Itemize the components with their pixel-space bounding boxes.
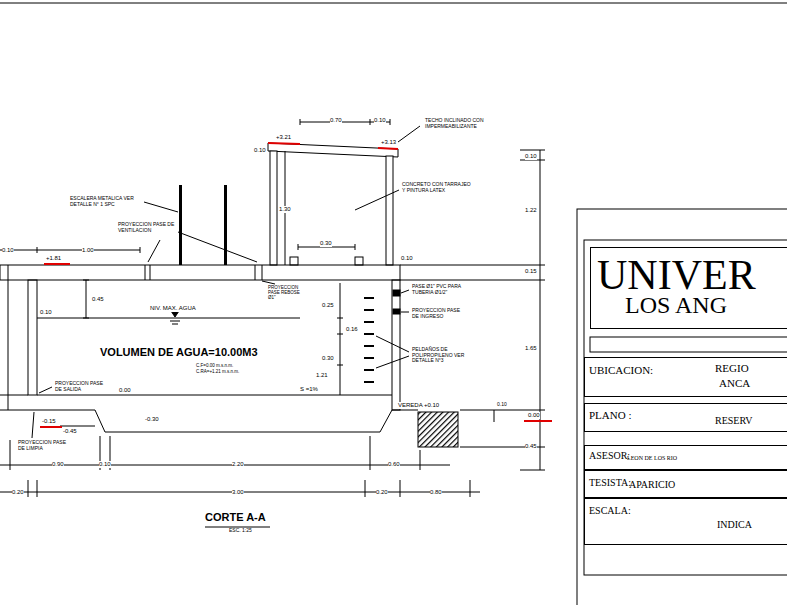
note: PROYECCION PASE DE LIMPIA (18, 440, 66, 451)
note: C.F=0.00 m.s.n.m. (196, 364, 233, 369)
dimension: 0.10 (99, 461, 111, 468)
dimension: 0.30 (320, 240, 332, 247)
note: ESCALERA METALICA VER DETALLE N° 1 SPC (70, 196, 142, 207)
dimension: 2.20 (232, 461, 244, 468)
note: PELDAÑOS DE POLIPROPILENO VER DETALLE N°… (412, 347, 472, 364)
title-block-cell: ASESOR:LEON DE LOS RIO (584, 445, 787, 470)
level-mark: VEREDA +0.10 (398, 402, 439, 409)
dimension: 0.10 (254, 147, 266, 154)
level-mark: +1.81 (46, 255, 61, 262)
dimension: 1.00 (82, 247, 94, 254)
note: PROYECCION PASE DE SALIDA (55, 381, 103, 392)
slope-mark: S =1% (300, 386, 318, 393)
cell-value: LEON DE LOS RIO (627, 455, 677, 462)
dimension: 1.65 (525, 345, 537, 352)
title-block-cell: TESISTA:APARICIO (584, 470, 787, 498)
cell-value: RESERV (715, 415, 753, 426)
dimension: 0.45 (92, 296, 104, 303)
water-level: NIV. MAX. AGUA (150, 305, 196, 312)
note: TECHO INCLINADO CON IMPERMEABILIZANTE (425, 118, 503, 129)
title-block-cell: ESCALA: INDICA (584, 498, 787, 545)
cell-heading: UNIVER (597, 252, 756, 298)
dimension: 0.25 (322, 302, 334, 309)
dimension: 0.10 (40, 309, 52, 316)
level-mark: 0.00 (528, 412, 540, 419)
dimension: 0.20 (376, 489, 388, 496)
dimension: 0.10 (525, 153, 537, 160)
dimension: 0.15 (525, 268, 537, 275)
dimension: 0.16 (346, 326, 358, 333)
dimension: 0.10 (2, 247, 14, 254)
cell-value: LOS ANG (625, 292, 727, 318)
level-mark: +3.21 (276, 134, 291, 141)
dimension: 3.00 (232, 489, 244, 496)
note: PASE Ø1" PVC PARA TUBERIA Ø1/2" (412, 284, 474, 295)
level-mark: -0.45 (63, 428, 77, 435)
cell-value: ANCA (719, 377, 750, 389)
title-block-cell: UBICACION: REGIO ANCA (584, 357, 787, 397)
cell-heading: ASESOR: (589, 450, 630, 461)
cell-heading: PLANO : (589, 409, 631, 421)
dimension: 0.70 (330, 117, 342, 124)
dimension: 1.30 (279, 206, 291, 213)
cell-heading: TESISTA: (589, 477, 631, 488)
title-block-cell: UNIVERLOS ANG (590, 247, 787, 329)
dimension: 0.60 (388, 461, 400, 468)
dimension: 0.30 (322, 355, 334, 362)
dimension: 0.10 (374, 117, 386, 124)
note: C.RA=+1.21 m.s.n.m. (196, 370, 239, 375)
level-mark: -0.15 (42, 418, 56, 425)
dimension: 1.22 (525, 207, 537, 214)
note: PROYECCION PASE DE VENTILACION (118, 222, 176, 233)
scale-note: ESC. 1:25 (229, 528, 252, 534)
cell-value: APARICIO (629, 479, 675, 490)
heading: VOLUMEN DE AGUA=10.00M3 (100, 346, 258, 358)
dimension: 0.45 (525, 443, 537, 450)
dimension: 0.20 (12, 489, 24, 496)
dimension: 1.21 (316, 372, 328, 379)
dimension: 0.90 (52, 461, 64, 468)
title-block-cell: PLANO : RESERV (584, 403, 787, 432)
level-mark: +3.13 (381, 139, 396, 146)
view-title: CORTE A-A (205, 511, 266, 523)
cell-heading: ESCALA: (589, 505, 631, 516)
note: CONCRETO CON TARRAJEO Y PINTURA LATEX (402, 182, 474, 193)
note: PROYECCION PASE REBOSE Ø1" (268, 286, 308, 301)
dimension: 0.80 (430, 489, 442, 496)
note: PROYECCION PASE DE INGRESO (412, 308, 462, 319)
cell-value: INDICA (717, 519, 752, 530)
cell-value: REGIO (715, 362, 749, 374)
cell-heading: UBICACION: (589, 364, 653, 376)
dimension: 0.10 (401, 255, 413, 262)
level-mark: 0.00 (119, 387, 131, 394)
level-mark: -0.30 (145, 416, 159, 423)
dimension: 0.10 (497, 402, 507, 408)
